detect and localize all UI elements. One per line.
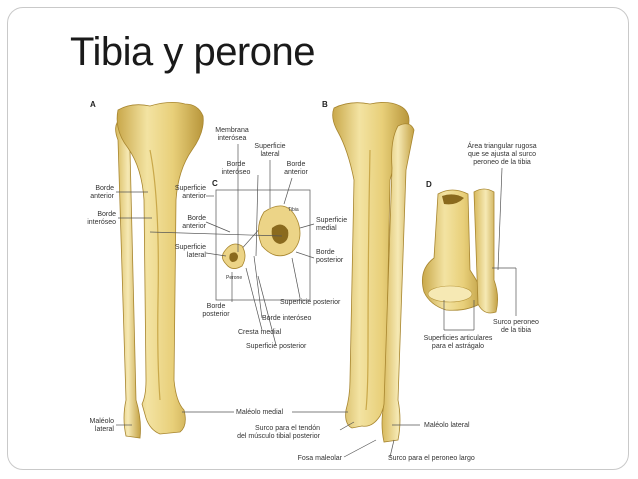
label-line: Área triangular rugosa xyxy=(467,141,536,150)
label-line: Borde xyxy=(187,215,206,222)
label-line: del músculo tibial posterior xyxy=(237,433,321,440)
label-cresta-medial: Cresta medial xyxy=(238,329,282,336)
label-line: lateral xyxy=(95,426,115,433)
distal-end xyxy=(421,188,498,314)
panel-label-b: B xyxy=(322,100,328,109)
tibia-tag: Tibia xyxy=(288,207,299,213)
label-line: Superficie xyxy=(316,217,347,224)
label-line: interóseo xyxy=(222,169,251,176)
slide-title: Tibia y perone xyxy=(70,30,316,74)
label-line: medial xyxy=(316,225,337,232)
label-superficie-posterior-1: Superficie posterior xyxy=(280,299,341,306)
label-surco-peroneo-largo: Surco para el peroneo largo xyxy=(388,455,475,462)
label-line: para el astrágalo xyxy=(432,343,484,350)
label-line: Borde xyxy=(287,161,306,168)
label-line: anterior xyxy=(182,193,206,200)
label-line: Superficie xyxy=(175,185,206,192)
label-line: Superficie xyxy=(175,244,206,251)
label-line: de la tibia xyxy=(501,327,531,334)
label-line: lateral xyxy=(187,252,207,259)
label-line: que se ajusta al surco xyxy=(468,151,536,158)
label-line: interóseo xyxy=(87,219,116,226)
label-superficie-posterior-2: Superficie posterior xyxy=(246,343,307,350)
label-line: anterior xyxy=(90,193,114,200)
label-line: posterior xyxy=(202,311,230,318)
slide-frame xyxy=(7,7,629,470)
label-line: Borde xyxy=(227,161,246,168)
label-line: Membrana xyxy=(215,127,249,134)
label-maleolo-lateral-right: Maléolo lateral xyxy=(424,422,470,429)
bones-posterior-view xyxy=(332,102,415,443)
perone-tag: Perone xyxy=(226,275,242,281)
label-line: Surco peroneo xyxy=(493,319,539,326)
label-line: Borde xyxy=(97,211,116,218)
label-line: Surco para el tendón xyxy=(255,425,320,432)
label-line: Superficies articulares xyxy=(424,335,493,342)
label-line: Borde xyxy=(316,249,335,256)
label-line: posterior xyxy=(316,257,344,264)
label-line: anterior xyxy=(284,169,308,176)
label-line: anterior xyxy=(182,223,206,230)
panel-label-a: A xyxy=(90,100,96,109)
label-line: peroneo de la tibia xyxy=(473,159,531,166)
label-line: Maléolo xyxy=(89,418,114,425)
label-line: Borde xyxy=(207,303,226,310)
bones-anterior-view xyxy=(115,102,204,439)
label-line: interósea xyxy=(218,135,247,142)
label-line: Superficie xyxy=(254,143,285,150)
label-maleolo-medial: Maléolo medial xyxy=(236,409,284,416)
panel-label-d: D xyxy=(426,180,432,189)
cross-section: Tibia Perone xyxy=(215,189,311,301)
label-fosa-maleolar: Fosa maleolar xyxy=(298,455,343,462)
label-line: Borde xyxy=(95,185,114,192)
label-line: lateral xyxy=(260,151,280,158)
panel-label-c: C xyxy=(212,179,218,188)
label-borde-interoseo-bottom: Borde interóseo xyxy=(262,315,312,322)
leader-lines xyxy=(116,144,517,458)
